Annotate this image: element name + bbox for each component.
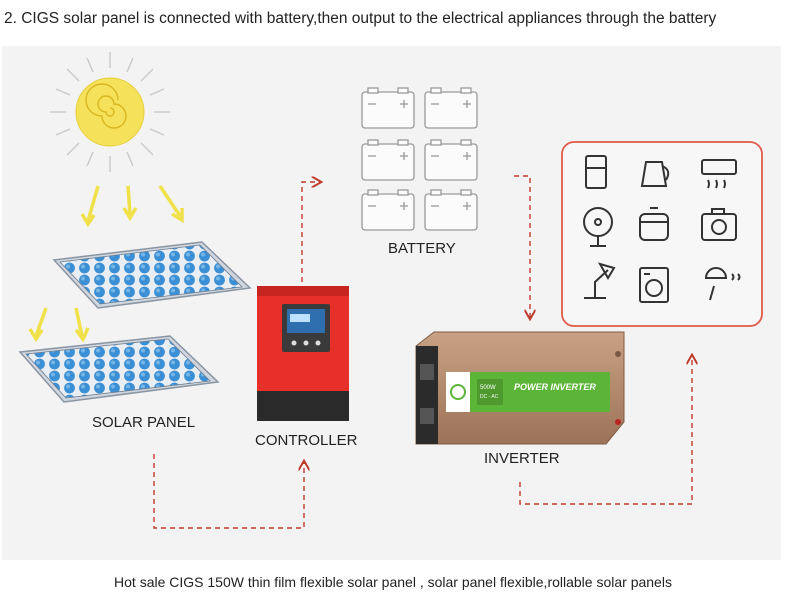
inverter-label: INVERTER — [484, 450, 560, 467]
controller-label: CONTROLLER — [255, 432, 358, 449]
system-diagram: SOLAR PANEL CONTROLLER — [18, 52, 763, 529]
battery-label: BATTERY — [388, 240, 456, 257]
hair-dryer-icon — [704, 267, 741, 301]
page-title: 2. CIGS solar panel is connected with ba… — [4, 10, 717, 27]
air-conditioner-icon — [701, 159, 737, 189]
caption: Hot sale CIGS 150W thin film flexible so… — [114, 574, 672, 590]
arrow-panel-to-controller — [153, 454, 304, 529]
camera-icon — [701, 208, 737, 241]
sun-icon — [50, 52, 170, 172]
refrigerator-icon — [585, 155, 607, 189]
arrow-battery-to-inverter — [514, 175, 530, 318]
appliances-box — [561, 141, 763, 327]
inverter-power-rating: 500W — [480, 385, 496, 391]
solar-panel-label: SOLAR PANEL — [92, 414, 195, 431]
controller-device — [257, 286, 349, 421]
fan-icon — [583, 207, 613, 247]
arrow-inverter-to-appliances — [519, 356, 692, 505]
washing-machine-icon — [639, 267, 669, 303]
desk-lamp-icon — [584, 262, 616, 299]
sunlight-arrows — [28, 185, 184, 343]
battery-bank — [361, 87, 478, 231]
kettle-icon — [640, 161, 670, 187]
arrow-controller-to-battery — [301, 182, 320, 282]
inverter-brand-text: POWER INVERTER — [514, 382, 596, 392]
solar-panel-top — [52, 241, 252, 309]
inverter-voltage: DC - AC — [480, 394, 499, 400]
inverter-device: 500W DC - AC POWER INVERTER — [415, 331, 625, 445]
solar-panel-bottom — [18, 335, 220, 403]
rice-cooker-icon — [639, 207, 669, 241]
diagram-panel: SOLAR PANEL CONTROLLER — [2, 46, 781, 560]
